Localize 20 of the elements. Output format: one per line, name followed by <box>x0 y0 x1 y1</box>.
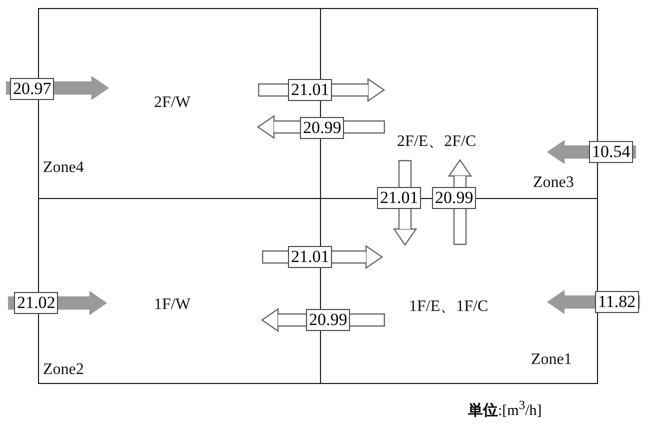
zone-name: 2F/W <box>154 94 190 112</box>
edge-label: 21.01 <box>288 79 332 101</box>
zone-id: Zone1 <box>531 351 572 369</box>
unit-note: 単位:[m$^{3}$/h] <box>468 398 542 420</box>
edge-label: 21.02 <box>14 292 58 314</box>
edge-label: 21.01 <box>288 246 332 268</box>
zone-name: 1F/E、1F/C <box>409 297 488 317</box>
zone-name: 1F/W <box>154 296 190 314</box>
edge-label: 10.54 <box>589 141 634 163</box>
zone-id: Zone3 <box>533 174 574 192</box>
edge-label: 20.99 <box>306 309 350 331</box>
edge-label: 20.97 <box>10 78 54 100</box>
arrow <box>448 159 472 245</box>
edge-label: 20.99 <box>432 187 476 209</box>
edge-label: 20.99 <box>300 117 344 139</box>
zone-id: Zone2 <box>43 361 84 379</box>
zone-name: 2F/E、2F/C <box>397 132 476 152</box>
zone-id: Zone4 <box>43 159 84 177</box>
edge-label: 21.01 <box>377 187 422 209</box>
edge-label: 11.82 <box>595 291 639 313</box>
